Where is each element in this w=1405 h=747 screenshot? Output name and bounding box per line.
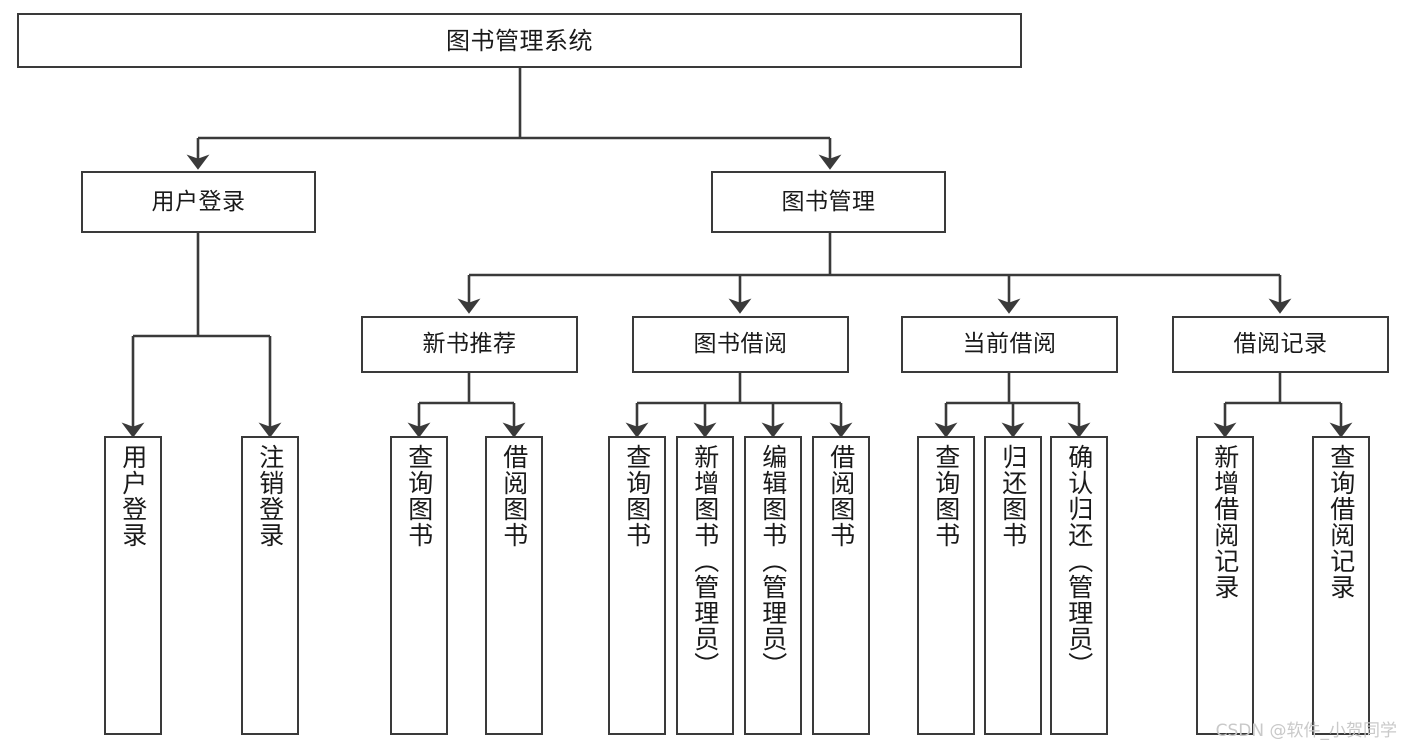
node-label: 借阅图书 <box>499 444 529 548</box>
leaf-current-return-book[interactable]: 归还图书 <box>984 436 1042 735</box>
node-root-system[interactable]: 图书管理系统 <box>17 13 1022 68</box>
node-label: 用户登录 <box>151 188 246 215</box>
leaf-current-query-book[interactable]: 查询图书 <box>917 436 975 735</box>
node-new-book-recommend[interactable]: 新书推荐 <box>361 316 578 373</box>
leaf-borrow-add-book-admin[interactable]: 新增图书（管理员） <box>676 436 734 735</box>
node-label: 新增图书（管理员） <box>690 444 720 678</box>
node-label: 新增借阅记录 <box>1210 444 1240 600</box>
node-label: 注销登录 <box>255 444 285 548</box>
node-label: 当前借阅 <box>962 331 1057 357</box>
node-user-login[interactable]: 用户登录 <box>81 171 316 233</box>
leaf-new-book-borrow[interactable]: 借阅图书 <box>485 436 543 735</box>
node-label: 归还图书 <box>998 444 1028 548</box>
csdn-watermark: CSDN @软件_小贺同学 <box>1215 721 1397 741</box>
node-book-borrow[interactable]: 图书借阅 <box>632 316 849 373</box>
leaf-record-query[interactable]: 查询借阅记录 <box>1312 436 1370 735</box>
leaf-user-login-signin[interactable]: 用户登录 <box>104 436 162 735</box>
leaf-borrow-query-book[interactable]: 查询图书 <box>608 436 666 735</box>
node-borrow-record[interactable]: 借阅记录 <box>1172 316 1389 373</box>
node-label: 借阅记录 <box>1233 331 1328 357</box>
node-label: 编辑图书（管理员） <box>758 444 788 678</box>
node-label: 查询图书 <box>622 444 652 548</box>
node-label: 查询图书 <box>931 444 961 548</box>
node-label: 查询借阅记录 <box>1326 444 1356 600</box>
node-label: 图书借阅 <box>693 331 788 357</box>
node-current-borrow[interactable]: 当前借阅 <box>901 316 1118 373</box>
leaf-current-confirm-return-admin[interactable]: 确认归还（管理员） <box>1050 436 1108 735</box>
node-label: 借阅图书 <box>826 444 856 548</box>
node-label: 新书推荐 <box>422 331 517 357</box>
leaf-record-add[interactable]: 新增借阅记录 <box>1196 436 1254 735</box>
leaf-borrow-edit-book-admin[interactable]: 编辑图书（管理员） <box>744 436 802 735</box>
node-label: 用户登录 <box>118 444 148 548</box>
node-label: 图书管理 <box>781 188 876 215</box>
node-book-management[interactable]: 图书管理 <box>711 171 946 233</box>
leaf-borrow-borrow-book[interactable]: 借阅图书 <box>812 436 870 735</box>
node-label: 查询图书 <box>404 444 434 548</box>
leaf-user-login-signout[interactable]: 注销登录 <box>241 436 299 735</box>
leaf-new-book-query[interactable]: 查询图书 <box>390 436 448 735</box>
node-label: 图书管理系统 <box>446 26 593 55</box>
node-label: 确认归还（管理员） <box>1064 444 1094 678</box>
